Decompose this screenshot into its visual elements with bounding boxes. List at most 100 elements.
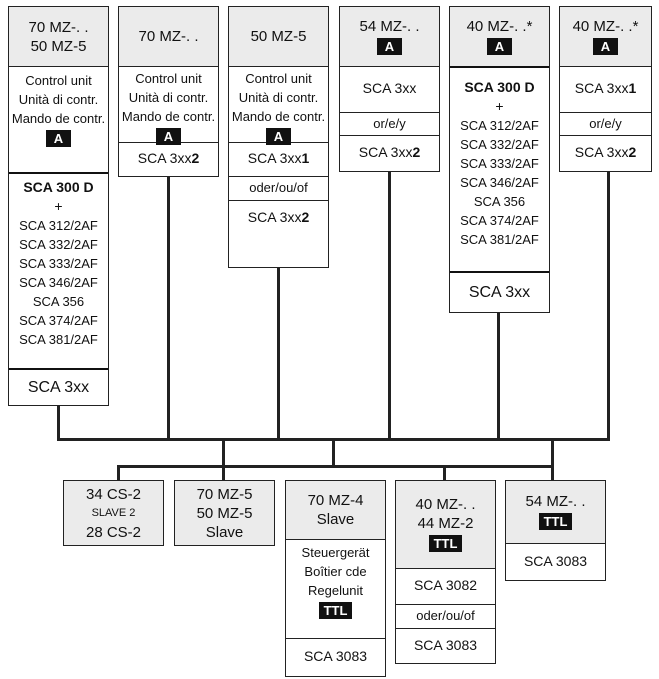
adapter-item: SCA 332/2AF (460, 137, 539, 152)
adapter-cell: SCA 3xx2 (229, 200, 328, 236)
mode-badge: A (486, 37, 513, 55)
adapter-cell: SCA 3xx2 (560, 135, 651, 171)
control-label: Control unit (135, 71, 202, 86)
unit-column-1: 70 MZ-. . 50 MZ-5 Control unit Unità di … (8, 6, 109, 406)
control-unit-block: Control unit Unità di contr. Mando de co… (9, 66, 108, 172)
slave-model: 70 MZ-5 (196, 485, 253, 503)
ttl-badge: TTL (538, 513, 573, 530)
control-label: Mando de contr. (121, 109, 216, 124)
rise-line-4 (443, 465, 446, 481)
bus-bridge-line (332, 438, 335, 468)
adapter-cell: SCA 3083 (506, 543, 605, 580)
adapter-name: SCA 3082 (413, 577, 478, 593)
or-label: oder/ou/of (416, 608, 475, 623)
unit-header: 70 MZ-. . (119, 7, 218, 66)
adapter-name: SCA 3xx (574, 80, 629, 96)
slave-header: 70 MZ-4 Slave (286, 481, 385, 539)
adapter-name: SCA 3xx (137, 150, 192, 166)
slave-model: 44 MZ-2 (417, 515, 474, 532)
unit-column-4: 54 MZ-. . A SCA 3xx or/e/y SCA 3xx2 (339, 6, 440, 172)
slave-box-3: 70 MZ-4 Slave Steuergerät Boîtier cde Re… (285, 480, 386, 677)
drop-line-4 (388, 170, 391, 441)
or-label: or/e/y (589, 116, 622, 131)
adapter-cell: SCA 3xx1 (560, 66, 651, 112)
control-label: Unità di contr. (238, 90, 319, 105)
slave-model: SLAVE 2 (91, 506, 136, 519)
drop-line-5 (497, 312, 500, 441)
bus-bottom-line (117, 465, 553, 468)
unit-model: 40 MZ-. .* (572, 17, 639, 35)
slave-box-4: 40 MZ-. . 44 MZ-2 TTL SCA 3082 oder/ou/o… (395, 480, 496, 664)
control-label: Unità di contr. (128, 90, 209, 105)
slave-model: 70 MZ-4 (307, 492, 364, 509)
rise-line-5 (551, 441, 554, 481)
control-label: Mando de contr. (11, 111, 106, 126)
or-label: or/e/y (373, 116, 406, 131)
unit-column-6: 40 MZ-. .* A SCA 3xx1 or/e/y SCA 3xx2 (559, 6, 652, 172)
plus-sign: + (54, 198, 63, 214)
adapter-suffix: 1 (628, 80, 637, 96)
adapter-item: SCA 312/2AF (19, 218, 98, 233)
rise-line-1 (117, 465, 120, 481)
slave-box-1: 34 CS-2 SLAVE 2 28 CS-2 (63, 480, 164, 546)
adapter-item: SCA 312/2AF (460, 118, 539, 133)
adapter-item: SCA 381/2AF (19, 332, 98, 347)
control-unit-block: Steuergerät Boîtier cde Regelunit TTL (286, 539, 385, 638)
slave-model: Slave (316, 511, 355, 528)
adapter-suffix: 2 (412, 144, 421, 160)
adapter-suffix: 2 (191, 150, 200, 166)
unit-column-5: 40 MZ-. .* A SCA 300 D + SCA 312/2AF SCA… (449, 6, 550, 313)
adapter-title: SCA 300 D (464, 79, 535, 95)
mode-badge: A (265, 128, 292, 145)
slave-model: 54 MZ-. . (525, 493, 586, 510)
adapter-item: SCA 374/2AF (19, 313, 98, 328)
slave-model: 50 MZ-5 (196, 504, 253, 522)
adapter-item: SCA 374/2AF (460, 213, 539, 228)
unit-model: 40 MZ-. .* (466, 17, 533, 35)
or-separator: or/e/y (340, 112, 439, 135)
adapter-name: SCA 3xx (358, 144, 413, 160)
adapter-name: SCA 3083 (303, 648, 368, 664)
adapter-name: SCA 3xx (362, 80, 417, 96)
slave-header: 54 MZ-. . TTL (506, 481, 605, 543)
plus-sign: + (495, 98, 504, 114)
unit-column-3: 50 MZ-5 Control unit Unità di contr. Man… (228, 6, 329, 268)
mode-badge: A (45, 130, 72, 147)
or-separator: or/e/y (560, 112, 651, 135)
adapter-item: SCA 333/2AF (460, 156, 539, 171)
slave-model: 40 MZ-. . (415, 496, 476, 513)
unit-header: 54 MZ-. . A (340, 7, 439, 66)
mode-badge: A (376, 37, 403, 55)
adapter-cell: SCA 3xx2 (119, 142, 218, 176)
adapter-cell: SCA 3082 (396, 568, 495, 604)
or-separator: oder/ou/of (396, 604, 495, 628)
adapter-item: SCA 356 (32, 294, 85, 309)
slave-model: 34 CS-2 (85, 485, 142, 503)
rise-line-2 (222, 441, 225, 481)
control-unit-block: Control unit Unità di contr. Mando de co… (119, 66, 218, 145)
control-label: Boîtier cde (304, 564, 367, 579)
mode-badge: A (592, 37, 619, 55)
unit-model: 50 MZ-5 (30, 37, 87, 55)
adapter-name: SCA 3xx (247, 209, 302, 225)
drop-line-2 (167, 175, 170, 441)
unit-header: 40 MZ-. .* A (450, 7, 549, 66)
adapter-footer: SCA 3xx (450, 271, 549, 312)
unit-model: 70 MZ-. . (138, 28, 199, 45)
control-label: Control unit (25, 73, 92, 88)
ttl-badge: TTL (428, 535, 463, 552)
adapter-footer: SCA 3xx (9, 368, 108, 405)
unit-column-2: 70 MZ-. . Control unit Unità di contr. M… (118, 6, 219, 177)
adapter-cell: SCA 3xx1 (229, 142, 328, 176)
adapter-list: SCA 300 D + SCA 312/2AF SCA 332/2AF SCA … (9, 172, 108, 368)
control-unit-block: Control unit Unità di contr. Mando de co… (229, 66, 328, 145)
drop-line-3 (277, 267, 280, 441)
adapter-name: SCA 3xx (247, 150, 302, 166)
drop-line-1 (57, 405, 60, 441)
unit-model: 54 MZ-. . (359, 17, 420, 35)
control-label: Mando de contr. (231, 109, 326, 124)
adapter-footer-label: SCA 3xx (468, 284, 531, 301)
adapter-name: SCA 3083 (523, 553, 588, 569)
adapter-item: SCA 332/2AF (19, 237, 98, 252)
adapter-item: SCA 356 (473, 194, 526, 209)
